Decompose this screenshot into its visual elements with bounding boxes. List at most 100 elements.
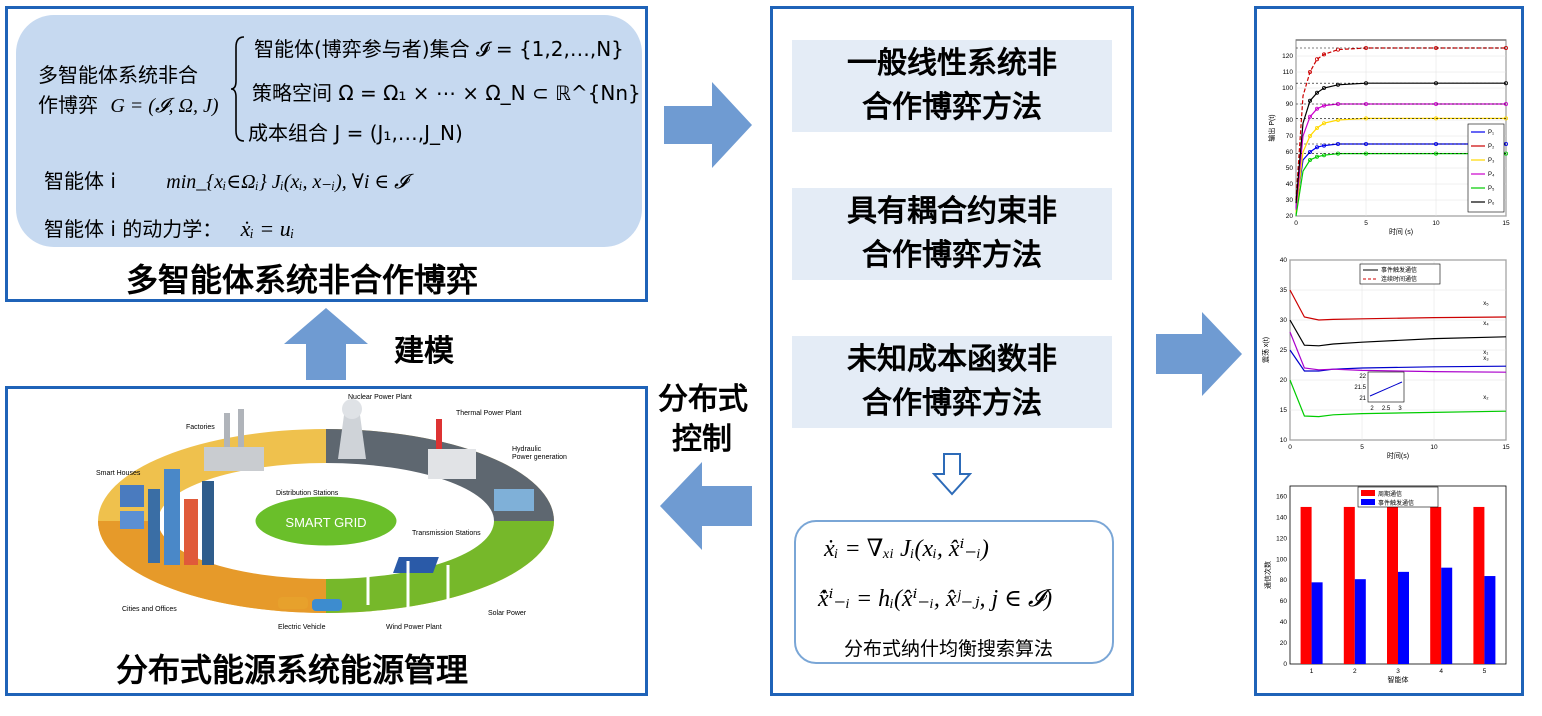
- y-tick-label: 140: [1276, 514, 1287, 521]
- algorithm-eq2: x̂̇ⁱ₋ᵢ = hᵢ(x̂ⁱ₋ᵢ, x̂ʲ₋ⱼ, j ∈ 𝓘): [818, 586, 1053, 612]
- inset-y-tick: 21.5: [1354, 385, 1366, 391]
- y-tick-label: 120: [1282, 53, 1293, 60]
- data-point: [1308, 70, 1313, 75]
- legend-swatch: [1361, 499, 1375, 505]
- arrow-right-icon-2: [1156, 312, 1242, 396]
- bar-event: [1441, 567, 1453, 664]
- method-linear: 一般线性系统非合作博弈方法: [792, 40, 1112, 132]
- game-title-line1: 多智能体系统非合: [38, 63, 198, 87]
- algorithm-eq1: ẋᵢ = ∇ₓᵢ Jᵢ(xᵢ, x̂ⁱ₋ᵢ): [824, 536, 989, 562]
- x-tick-label: 1: [1310, 668, 1314, 675]
- y-tick-label: 80: [1280, 577, 1288, 584]
- label-factories: Factories: [186, 424, 215, 431]
- agent-label: 智能体 i: [44, 169, 116, 193]
- y-tick-label: 60: [1286, 149, 1294, 156]
- dynamics-label: 智能体 i 的动力学：: [44, 217, 223, 241]
- algorithm-box: ẋᵢ = ∇ₓᵢ Jᵢ(xᵢ, x̂ⁱ₋ᵢ) x̂̇ⁱ₋ᵢ = hᵢ(x̂ⁱ₋ᵢ…: [794, 520, 1114, 664]
- brace-item-cost: 成本组合 J = (J₁,…,J_N): [248, 121, 463, 145]
- smart-grid-center: [252, 493, 400, 549]
- game-panel: 多智能体系统非合 作博弈 G = (𝓘, Ω, J) 智能体(博弈参与者)集合 …: [5, 6, 648, 302]
- x-tick-label: 0: [1288, 444, 1292, 451]
- x-tick-label: 15: [1502, 220, 1510, 227]
- label-wind: Wind Power Plant: [386, 624, 442, 631]
- method-coupled-constraints: 具有耦合约束非合作博弈方法: [792, 188, 1112, 280]
- curve-label: x₁: [1483, 350, 1488, 356]
- series-line-1: [1289, 289, 1507, 321]
- bar-periodic: [1343, 506, 1355, 664]
- label-cities: Cities and Offices: [122, 606, 177, 613]
- y-tick-label: 60: [1280, 598, 1288, 605]
- y-tick-label: 20: [1286, 213, 1294, 220]
- legend-entry: 事件触发通信: [1378, 499, 1414, 507]
- game-caption: 多智能体系统非合作博弈: [126, 261, 479, 299]
- legend-entry: P₆: [1488, 200, 1495, 206]
- algorithm-caption: 分布式纳什均衡搜索算法: [844, 638, 1054, 660]
- y-tick-label: 30: [1280, 317, 1288, 324]
- y-tick-label: 100: [1282, 85, 1293, 92]
- grid-caption: 分布式能源系统能源管理: [116, 651, 469, 689]
- data-point: [1322, 52, 1327, 57]
- bar-periodic: [1430, 506, 1442, 664]
- legend-entry: P₃: [1488, 158, 1495, 164]
- inset-y-tick: 21: [1359, 396, 1366, 402]
- brace-item-agents: 智能体(博弈参与者)集合 𝓘 = {1,2,…,N}: [254, 37, 624, 61]
- legend-entry: 事件触发通信: [1381, 266, 1417, 274]
- data-point: [1315, 154, 1320, 159]
- y-axis-label: 震荡 x(t): [1261, 337, 1270, 363]
- bar-periodic: [1387, 506, 1398, 664]
- bar-event: [1354, 579, 1366, 664]
- legend-entry: P₁: [1488, 130, 1494, 136]
- x-tick-label: 10: [1430, 444, 1438, 451]
- smart-grid-illustration: SMART GRID Nuclear Power Plant Thermal P…: [96, 394, 567, 631]
- data-point: [1315, 126, 1320, 131]
- x-tick-label: 5: [1360, 444, 1364, 451]
- inset-y-tick: 22: [1359, 374, 1366, 380]
- data-point: [1315, 145, 1320, 150]
- label-hydro-2: Power generation: [512, 454, 567, 461]
- arrow-down-outline-icon: [932, 453, 972, 496]
- y-tick-label: 70: [1286, 133, 1294, 140]
- label-nuclear: Nuclear Power Plant: [348, 394, 412, 401]
- game-title-line2: 作博弈: [38, 93, 98, 117]
- curve-label: x₄: [1483, 321, 1489, 327]
- data-point: [1308, 98, 1313, 103]
- bar-event: [1484, 576, 1496, 664]
- curve-label: x₃: [1483, 356, 1489, 362]
- legend-box: [1359, 263, 1441, 285]
- legend-swatch: [1361, 490, 1375, 496]
- data-point: [1308, 158, 1313, 163]
- y-axis-label: 输出 P(t): [1267, 114, 1276, 141]
- y-tick-label: 30: [1286, 197, 1294, 204]
- inset-line: [1369, 381, 1403, 397]
- y-tick-label: 40: [1280, 257, 1288, 264]
- x-tick-label: 3: [1396, 668, 1400, 675]
- bar-periodic: [1300, 506, 1312, 664]
- y-tick-label: 20: [1280, 640, 1288, 647]
- data-point: [1315, 106, 1320, 111]
- label-hydro-1: Hydraulic: [512, 446, 542, 453]
- legend-entry: P₅: [1488, 186, 1495, 192]
- arrow-left-icon: [660, 462, 752, 550]
- game-definition-box: [16, 15, 642, 247]
- x-tick-label: 2: [1353, 668, 1357, 675]
- x-tick-label: 5: [1483, 668, 1487, 675]
- series-line-2: [1289, 319, 1507, 347]
- y-tick-label: 15: [1280, 407, 1288, 414]
- y-tick-label: 50: [1286, 165, 1294, 172]
- dynamics-formula: ẋᵢ = uᵢ: [240, 216, 295, 241]
- y-tick-label: 25: [1280, 347, 1288, 354]
- game-tuple: G = (𝓘, Ω, J): [110, 95, 219, 117]
- x-tick-label: 5: [1364, 220, 1368, 227]
- label-transmission: Transmission Stations: [412, 530, 481, 537]
- y-tick-label: 20: [1280, 377, 1288, 384]
- y-tick-label: 35: [1280, 287, 1288, 294]
- curve-label: x₅: [1483, 301, 1489, 307]
- label-thermal: Thermal Power Plant: [456, 410, 521, 417]
- y-tick-label: 90: [1286, 101, 1294, 108]
- legend-entry: P₄: [1488, 172, 1495, 178]
- smart-grid-label: SMART GRID: [285, 515, 366, 530]
- legend-box: [1467, 123, 1505, 213]
